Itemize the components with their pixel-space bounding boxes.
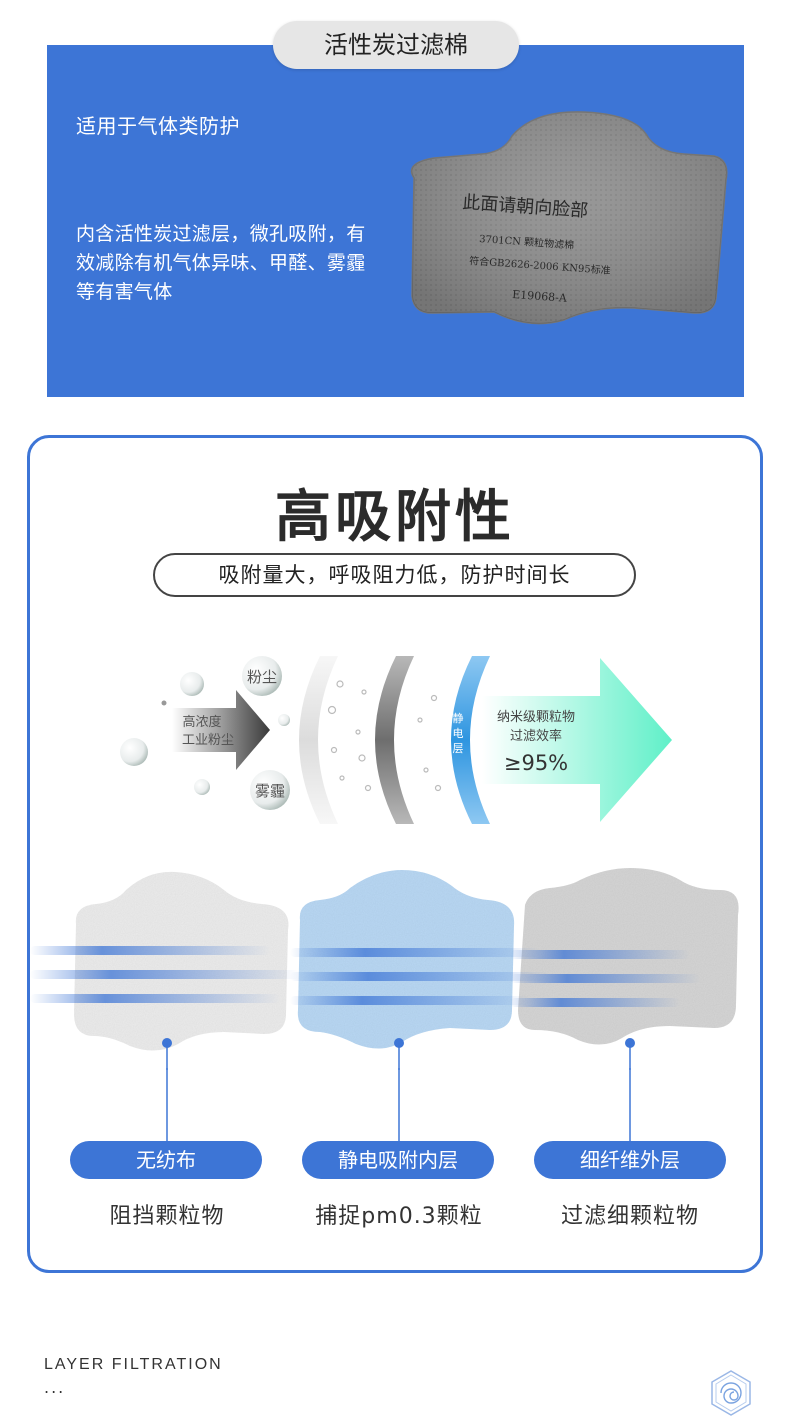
feature-card bbox=[27, 435, 763, 1273]
airflow-streak bbox=[510, 950, 690, 959]
filter-layer-arc-3 bbox=[451, 656, 490, 824]
footer-caption: LAYER FILTRATION bbox=[44, 1356, 223, 1373]
pointer-lines bbox=[166, 1068, 631, 1142]
top-subtitle: 适用于气体类防护 bbox=[76, 114, 240, 138]
card-subtitle-pill: 吸附量大，呼吸阻力低，防护时间长 bbox=[153, 553, 636, 597]
dust-bubble bbox=[242, 656, 282, 696]
small-bubble bbox=[194, 779, 210, 795]
layer-char-3: 层 bbox=[453, 742, 464, 755]
small-bubble bbox=[180, 672, 204, 696]
top-title-pill: 活性炭过滤棉 bbox=[273, 21, 519, 69]
airflow-streak bbox=[30, 970, 300, 979]
small-bubble bbox=[278, 714, 290, 726]
filtration-flow-diagram: 粉尘 雾霾 高浓度 工业粉尘 静 电 层 纳米级颗粒物 过滤效率 ≥95% bbox=[120, 656, 672, 824]
layer-label-electrostatic: 静电吸附内层 bbox=[302, 1141, 494, 1179]
dot bbox=[161, 700, 167, 706]
dust-label: 粉尘 bbox=[247, 668, 277, 686]
airflow-streak bbox=[290, 996, 530, 1005]
airflow-streak bbox=[30, 946, 270, 955]
non-woven-layer-pad bbox=[74, 871, 289, 1051]
hexagon-swirl-icon bbox=[711, 1370, 751, 1416]
layer-label-non-woven: 无纺布 bbox=[70, 1141, 262, 1179]
haze-bubble bbox=[250, 770, 290, 810]
footer-dots: ... bbox=[44, 1378, 66, 1397]
airflow-streak bbox=[290, 972, 550, 981]
result-value: ≥95% bbox=[504, 751, 568, 775]
result-label-1: 纳米级颗粒物 bbox=[497, 710, 575, 725]
layer-label-fiber: 细纤维外层 bbox=[534, 1141, 726, 1179]
carbon-filter-pad-image: 此面请朝向脸部 3701CN 颗粒物滤棉 符合GB2626-2006 KN95标… bbox=[410, 111, 728, 325]
card-title: 高吸附性 bbox=[275, 485, 515, 550]
airflow-streak bbox=[30, 994, 280, 1003]
filter-layer-arc-2 bbox=[375, 656, 414, 824]
airflow-streak bbox=[510, 974, 700, 983]
small-bubble bbox=[120, 738, 148, 766]
layer-desc-electrostatic: 捕捉pm0.3颗粒 bbox=[315, 1204, 483, 1229]
filter-layer-arc-1 bbox=[299, 656, 338, 824]
source-label-1: 高浓度 bbox=[182, 714, 221, 730]
layer-char-1: 静 bbox=[453, 711, 464, 725]
pad-text-4: E19068-A bbox=[512, 288, 569, 305]
airflow-streak bbox=[290, 948, 540, 957]
top-description: 内含活性炭过滤层，微孔吸附，有效减除有机气体异味、甲醛、雾霾等有害气体 bbox=[76, 223, 366, 303]
output-arrow bbox=[482, 658, 672, 822]
result-label-2: 过滤效率 bbox=[510, 728, 562, 744]
electrostatic-layer-pad bbox=[297, 870, 515, 1049]
source-label-2: 工业粉尘 bbox=[182, 733, 234, 748]
layer-pads-illustration bbox=[30, 868, 739, 1070]
input-arrow bbox=[172, 690, 270, 770]
airflow-streak bbox=[510, 998, 680, 1007]
layer-desc-fiber: 过滤细颗粒物 bbox=[560, 1204, 699, 1229]
layer-char-2: 电 bbox=[453, 727, 464, 740]
layer-desc-non-woven: 阻挡颗粒物 bbox=[109, 1204, 225, 1229]
haze-label: 雾霾 bbox=[255, 782, 285, 800]
